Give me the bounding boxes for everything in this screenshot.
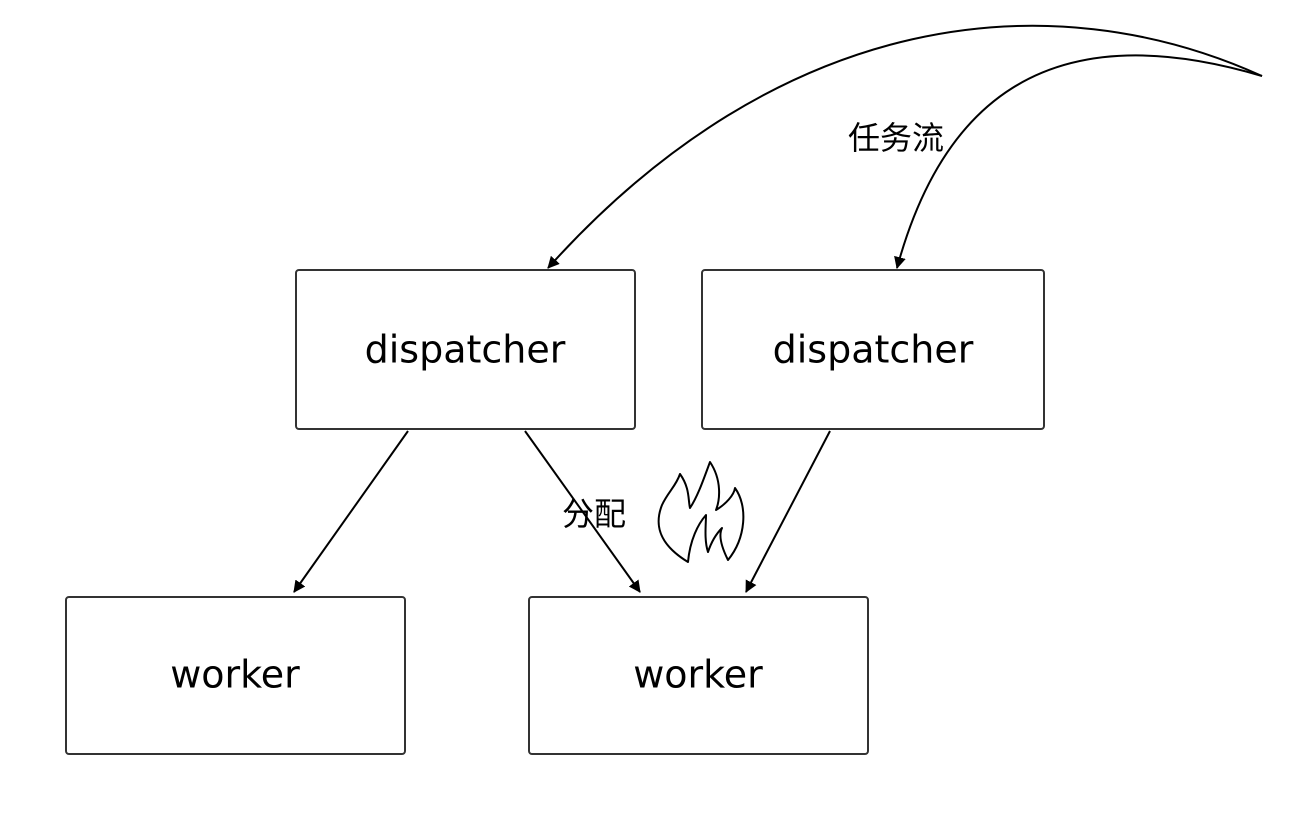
assign-label: 分配	[562, 495, 626, 533]
worker-right-label: worker	[633, 653, 763, 697]
dispatcher-node-right[interactable]: dispatcher	[701, 269, 1045, 430]
dispatcher-node-left[interactable]: dispatcher	[295, 269, 636, 430]
fire-icon	[657, 461, 745, 563]
worker-node-left[interactable]: worker	[65, 596, 406, 755]
dispatcher-left-label: dispatcher	[365, 328, 566, 372]
task-flow-arrow-right	[894, 54, 1263, 269]
dispatcher-right-label: dispatcher	[773, 328, 974, 372]
assign-arrow-left-to-worker-left	[293, 430, 409, 593]
assign-arrow-right-to-worker-right	[745, 430, 831, 593]
task-flow-label: 任务流	[848, 119, 944, 157]
assign-arrow-left-to-worker-right	[524, 430, 641, 593]
task-flow-arrow-left	[547, 24, 1263, 269]
worker-node-right[interactable]: worker	[528, 596, 869, 755]
worker-left-label: worker	[170, 653, 300, 697]
